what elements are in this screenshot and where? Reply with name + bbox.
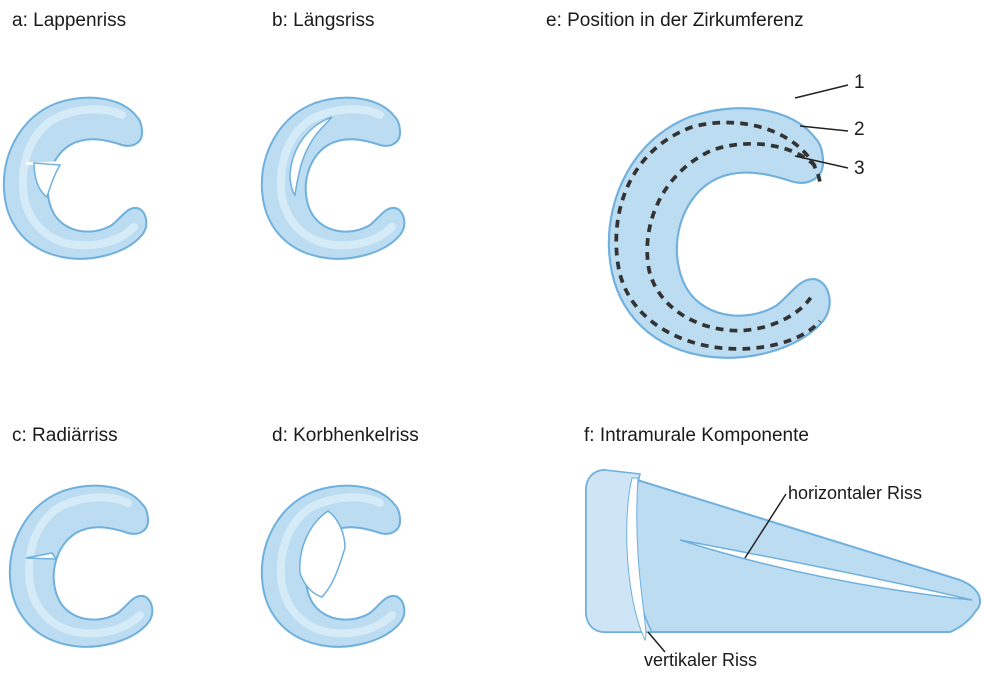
meniscus-c xyxy=(10,486,152,647)
meniscus-b xyxy=(262,98,404,259)
wedge-f xyxy=(586,470,980,640)
meniscus-e xyxy=(609,108,830,358)
meniscus-a xyxy=(4,98,146,259)
meniscus-d xyxy=(262,486,404,647)
